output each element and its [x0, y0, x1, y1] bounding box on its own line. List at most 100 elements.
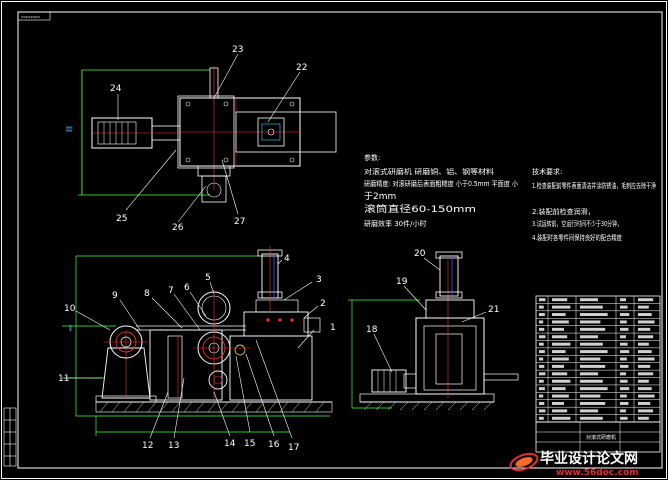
title-block-cell-text — [580, 335, 598, 339]
callout-1: 1 — [330, 323, 336, 333]
side-view — [348, 251, 519, 411]
title-block-cell-text — [638, 394, 655, 398]
title-block-cell-text — [638, 379, 649, 383]
title-block-cell-text — [620, 320, 627, 324]
title-block-cell-text — [539, 379, 544, 383]
top-view: ‖‖ — [66, 53, 337, 223]
title-block-cell-text — [638, 372, 654, 376]
callout-25: 25 — [116, 214, 127, 224]
spec-heading: 参数: — [364, 153, 380, 162]
corner-tag: ▭▭▭▭ — [21, 15, 40, 21]
front-view: ‖ — [62, 246, 333, 439]
logo-swirl-icon — [509, 452, 539, 472]
title-block-cell-text — [580, 394, 601, 398]
title-block-cell-text — [638, 409, 654, 413]
title-block-cell-text — [620, 342, 628, 346]
title-block-cell-text — [539, 416, 544, 420]
callout-labels: 1 2 3 4 5 6 7 8 9 10 11 12 13 14 15 16 1… — [58, 45, 499, 453]
callout-10: 10 — [64, 304, 76, 314]
title-block-cell-text — [580, 298, 598, 302]
title-block-cell-text — [539, 327, 545, 331]
title-block-cell-text — [552, 387, 566, 391]
title-block-cell-text — [638, 298, 654, 302]
title-block-cell-text — [580, 313, 608, 317]
title-block-cell-text — [638, 357, 655, 361]
callout-22: 22 — [296, 63, 307, 73]
title-block-cell-text — [580, 342, 603, 346]
watermark-url: www.56doc.com — [556, 468, 639, 478]
title-block-cell-text — [580, 409, 598, 413]
title-block-cell-text — [552, 298, 568, 302]
callout-13: 13 — [168, 441, 179, 451]
title-block-cell-text — [580, 305, 603, 309]
tech-item-4: 4.装配时各零件间保持良好的配合精度 — [532, 233, 622, 242]
title-block-cell-text — [620, 394, 627, 398]
callout-9: 9 — [112, 291, 118, 301]
title-block-cell-text — [552, 335, 568, 339]
title-block-cell-text — [580, 350, 608, 354]
title-block-cell-text — [539, 342, 544, 346]
callout-14: 14 — [224, 439, 236, 449]
title-block-cell-text — [620, 350, 630, 354]
title-block-cell-text — [580, 379, 603, 383]
title-block-cell-text — [539, 372, 546, 376]
title-block-cell-text — [620, 379, 628, 383]
callout-6: 6 — [184, 283, 190, 293]
title-block-cell-text — [620, 409, 626, 413]
title-block-cell-text — [552, 394, 569, 398]
title-block-cell-text — [552, 305, 571, 309]
title-block-cell-text — [580, 320, 601, 324]
title-block-cell-text — [539, 298, 546, 302]
title-block-cell-text — [539, 305, 544, 309]
title-block-cell-text — [539, 387, 545, 391]
title-block-cell-text — [552, 342, 571, 346]
svg-text:‖: ‖ — [69, 325, 72, 332]
tech-item-3: 3.试运转前，空运行时间不少于30分钟， — [532, 219, 622, 228]
title-block-cell-text — [552, 357, 569, 361]
title-block-cell-text — [638, 342, 649, 346]
title-block-cell-text — [638, 335, 654, 339]
callout-12: 12 — [142, 441, 153, 451]
title-block-cell-text — [638, 350, 652, 354]
title-block-cell-text — [638, 364, 651, 368]
title-block-cell-text — [638, 320, 655, 324]
title-block-cell-text — [580, 327, 606, 331]
tech-item-2: 2.装配前检查润滑， — [532, 207, 595, 216]
title-block-cell-text — [620, 364, 629, 368]
spec-line-2: 研磨精度: 对滚研磨后表面粗糙度 小于0.5mm 平面度 小 — [364, 179, 518, 188]
title-block-cell-text — [580, 401, 606, 405]
tech-requirements: 技术要求: 1.检查装配前零件表面清洁并涂防锈油，毛刺应去除干净 2.装配前检查… — [532, 167, 656, 242]
title-block-cell-text — [580, 364, 606, 368]
callout-18: 18 — [366, 325, 378, 335]
spec-line-1: 对滚式研磨机 研磨铜、铝、钢等材料 — [364, 167, 494, 176]
title-block-cell-text — [552, 401, 564, 405]
title-block-cell-text — [539, 409, 546, 413]
watermark: 毕业设计论文网 www.56doc.com — [509, 450, 639, 478]
title-block-cell-text — [552, 409, 568, 413]
callout-23: 23 — [232, 45, 243, 55]
callout-27: 27 — [234, 217, 245, 227]
title-block-cell-text — [552, 320, 569, 324]
callout-24: 24 — [110, 84, 122, 94]
title-block-cell-text — [620, 305, 628, 309]
spec-notes: 参数: 对滚式研磨机 研磨铜、铝、钢等材料 研磨精度: 对滚研磨后表面粗糙度 小… — [364, 153, 518, 228]
callout-8: 8 — [144, 289, 150, 299]
title-block-cell-text — [620, 357, 627, 361]
title-block-cell-text — [620, 401, 629, 405]
title-block-cell-text — [539, 357, 544, 361]
spec-line-3: 于2mm — [364, 191, 396, 202]
callout-3: 3 — [316, 275, 322, 285]
tech-item-1: 1.检查装配前零件表面清洁并涂防锈油，毛刺应去除干净 — [532, 181, 656, 190]
tech-heading: 技术要求: — [532, 167, 562, 176]
title-block-cell-text — [552, 372, 568, 376]
title-block-cell-text — [539, 320, 544, 324]
title-block: 对滚式研磨机 — [535, 295, 661, 453]
title-block-cell-text — [552, 350, 566, 354]
title-block-cell-text — [580, 372, 598, 376]
title-block-cell-text — [638, 401, 651, 405]
title-block-cell-text — [620, 313, 630, 317]
title-block-cell-text — [539, 394, 544, 398]
callout-20: 20 — [414, 249, 426, 259]
